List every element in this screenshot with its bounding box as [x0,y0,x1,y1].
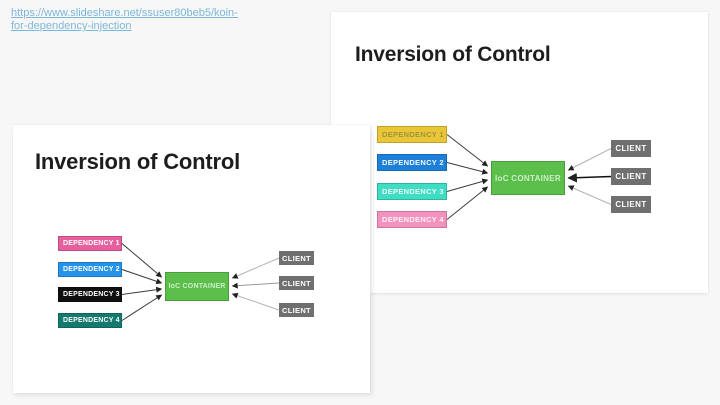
client-label: CLIENT [615,144,647,153]
client-box-1: CLIENT [279,251,314,265]
slide-small[interactable]: Inversion of Control DEPENDENCY 1 DEPEND… [13,125,370,393]
dependency-label: DEPENDENCY 3 [63,291,120,298]
dependency-box-4: DEPENDENCY 4 [58,313,122,328]
dependency-label: DEPENDENCY 2 [63,266,120,273]
slide-large[interactable]: Inversion of Control DEPENDENCY 1 DEPEND… [331,12,708,293]
client-box-3: CLIENT [279,303,314,317]
ioc-container-label: IoC CONTAINER [168,283,226,290]
client-box-2: CLIENT [279,276,314,290]
dependency-label: DEPENDENCY 4 [382,215,444,224]
dependency-label: DEPENDENCY 1 [63,240,120,247]
dependency-box-2: DEPENDENCY 2 [377,154,447,171]
client-label: CLIENT [615,200,647,209]
dependency-label: DEPENDENCY 3 [382,187,444,196]
client-label: CLIENT [282,253,311,263]
connector-lines-small [121,243,280,321]
client-label: CLIENT [282,305,311,315]
source-link[interactable]: https://www.slideshare.net/ssuser80beb5/… [11,7,238,32]
dependency-box-3: DEPENDENCY 3 [58,287,122,302]
dependency-label: DEPENDENCY 1 [382,130,444,139]
client-label: CLIENT [615,172,647,181]
dependency-box-1: DEPENDENCY 1 [377,126,447,143]
connector-lines-large [446,134,612,220]
client-box-1: CLIENT [611,140,651,157]
ioc-container-box: IoC CONTAINER [491,161,565,195]
dependency-box-4: DEPENDENCY 4 [377,211,447,228]
ioc-container-box: IoC CONTAINER [165,272,229,301]
dependency-box-3: DEPENDENCY 3 [377,183,447,200]
dependency-label: DEPENDENCY 4 [63,317,120,324]
dependency-label: DEPENDENCY 2 [382,158,444,167]
client-label: CLIENT [282,278,311,288]
ioc-diagram-small: DEPENDENCY 1 DEPENDENCY 2 DEPENDENCY 3 D… [13,125,370,393]
client-box-2: CLIENT [611,168,651,185]
ioc-diagram-large: DEPENDENCY 1 DEPENDENCY 2 DEPENDENCY 3 D… [331,12,708,293]
dependency-box-2: DEPENDENCY 2 [58,262,122,277]
ioc-container-label: IoC CONTAINER [495,173,561,183]
client-box-3: CLIENT [611,196,651,213]
dependency-box-1: DEPENDENCY 1 [58,236,122,251]
slide-small-title: Inversion of Control [35,149,241,174]
slide-large-title: Inversion of Control [355,43,551,66]
